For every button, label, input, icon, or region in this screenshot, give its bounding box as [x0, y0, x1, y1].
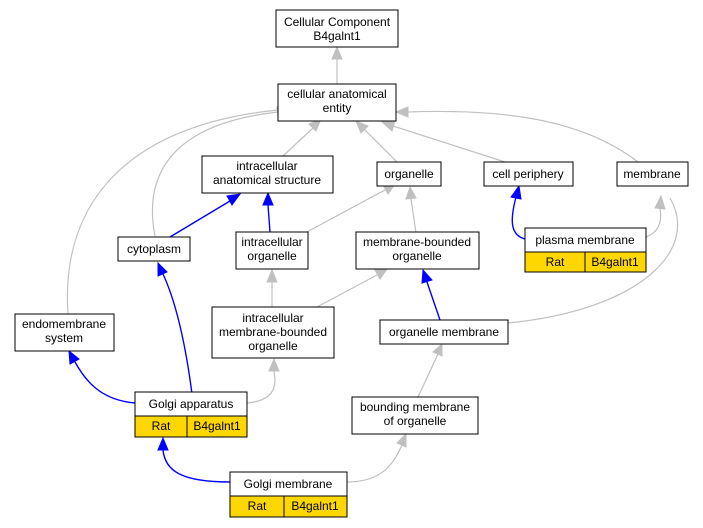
node-cellular-anatomical-entity[interactable]: cellular anatomical entity	[277, 83, 397, 122]
node-label-line: plasma membrane	[535, 233, 635, 247]
annotation-row-plasma-membrane: Rat B4galnt1	[524, 251, 647, 273]
node-label-line: membrane	[623, 167, 681, 181]
node-label-line: organelle	[392, 249, 442, 263]
node-membrane[interactable]: membrane	[616, 161, 689, 187]
node-label-line: B4galnt1	[313, 29, 361, 43]
edge-golgi-apparatus-part-of-cytoplasm	[157, 261, 193, 395]
node-intracellular-membrane-bounded-organelle[interactable]: intracellular membrane-bounded organelle	[211, 306, 335, 359]
node-golgi-membrane[interactable]: Golgi membrane	[229, 471, 348, 497]
edge-endomembrane-system-to-entity	[66, 109, 279, 316]
node-label-line: bounding membrane	[360, 400, 470, 414]
node-label-line: Golgi apparatus	[149, 397, 234, 411]
node-golgi-apparatus[interactable]: Golgi apparatus	[134, 391, 248, 417]
node-label-line: organelle	[248, 339, 298, 353]
edge-organelle-membrane-to-membrane	[507, 197, 679, 324]
node-label-line: organelle	[247, 249, 297, 263]
node-label-line: cell periphery	[492, 167, 563, 181]
edge-cellular-anatomical-entity-to-root	[331, 45, 343, 84]
edge-organelle-to-entity	[355, 120, 398, 163]
annotation-gene: B4galnt1	[591, 255, 639, 269]
node-label-line: Cellular Component	[284, 15, 391, 29]
edge-golgi-apparatus-to-imbo	[246, 357, 280, 404]
node-label-line: system	[45, 331, 83, 345]
node-label-line: organelle	[384, 167, 434, 181]
node-label-line: anatomical structure	[213, 173, 321, 187]
node-label-line: entity	[323, 101, 352, 115]
node-label-line: cytoplasm	[127, 242, 181, 256]
node-plasma-membrane[interactable]: plasma membrane	[524, 227, 647, 253]
node-label-line: cellular anatomical	[287, 87, 386, 101]
edge-cytoplasm-part-of-intracellular-structure	[169, 193, 242, 238]
edge-golgi-membrane-to-bounding-membrane	[346, 432, 407, 483]
edge-imbo-to-membrane-bounded-organelle	[316, 268, 389, 308]
edge-plasma-membrane-part-of-cell-periphery	[510, 184, 526, 240]
annotation-gene: B4galnt1	[193, 419, 241, 433]
node-intracellular-anatomical-structure[interactable]: intracellular anatomical structure	[201, 155, 334, 194]
node-bounding-membrane-of-organelle[interactable]: bounding membrane of organelle	[351, 396, 479, 435]
node-label-line: membrane-bounded	[363, 235, 471, 249]
edge-golgi-membrane-part-of-golgi-apparatus	[157, 436, 231, 483]
annotation-species: Rat	[248, 499, 267, 513]
node-label-line: organelle membrane	[389, 325, 499, 339]
annotation-row-golgi-membrane: Rat B4galnt1	[229, 495, 348, 518]
node-cellular-component-root[interactable]: Cellular Component B4galnt1	[275, 9, 399, 48]
edge-golgi-apparatus-part-of-endomembrane	[68, 349, 136, 404]
node-label-line: intracellular	[236, 159, 297, 173]
node-organelle[interactable]: organelle	[376, 161, 442, 187]
node-cell-periphery[interactable]: cell periphery	[483, 161, 574, 187]
edge-intracellular-anatomical-structure-to-entity	[282, 118, 322, 157]
node-membrane-bounded-organelle[interactable]: membrane-bounded organelle	[355, 231, 480, 270]
node-label-line: endomembrane	[22, 317, 106, 331]
node-label-line: intracellular	[241, 235, 302, 249]
edge-plasma-membrane-to-membrane	[645, 194, 666, 238]
edge-imbo-to-intracellular-organelle	[266, 268, 278, 307]
node-label-line: intracellular	[242, 311, 303, 325]
node-endomembrane-system[interactable]: endomembrane system	[14, 313, 115, 352]
node-label-line: of organelle	[384, 414, 447, 428]
node-intracellular-organelle[interactable]: intracellular organelle	[235, 231, 309, 270]
edge-cell-periphery-to-entity	[380, 120, 506, 163]
edge-organelle-membrane-part-of-mbo	[421, 268, 441, 321]
annotation-row-golgi-apparatus: Rat B4galnt1	[134, 415, 248, 438]
edge-bounding-membrane-to-organelle-membrane	[417, 342, 443, 398]
annotation-gene: B4galnt1	[291, 499, 339, 513]
edge-membrane-bounded-organelle-to-organelle	[405, 185, 417, 234]
node-organelle-membrane[interactable]: organelle membrane	[379, 319, 509, 345]
edge-membrane-to-entity	[394, 106, 639, 163]
node-label-line: Golgi membrane	[244, 477, 333, 491]
edge-intracellular-organelle-part-of-intracellular-structure	[262, 191, 274, 233]
node-cytoplasm[interactable]: cytoplasm	[117, 236, 191, 262]
annotation-species: Rat	[152, 419, 171, 433]
node-label-line: membrane-bounded	[219, 325, 327, 339]
annotation-species: Rat	[546, 255, 565, 269]
